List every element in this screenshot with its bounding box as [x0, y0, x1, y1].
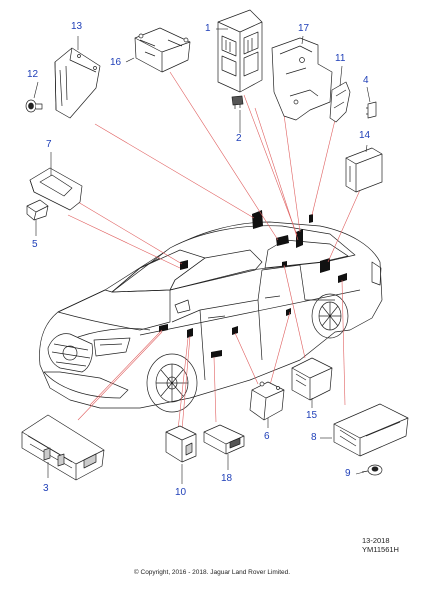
- callout-3: 3: [43, 483, 49, 494]
- callout-13: 13: [71, 21, 83, 32]
- marker-3: [159, 324, 168, 332]
- component-12: [25, 99, 43, 113]
- callout-1: 1: [205, 23, 211, 34]
- callout-4: 4: [363, 75, 369, 86]
- component-3: [21, 414, 105, 481]
- marker-11: [309, 214, 313, 223]
- marker-16: [296, 229, 303, 248]
- component-1: [217, 9, 263, 93]
- callout-8: 8: [311, 432, 317, 443]
- component-6: [249, 381, 285, 421]
- component-9: [361, 464, 383, 476]
- callout-16: 16: [110, 57, 122, 68]
- marker-1: [276, 235, 289, 246]
- marker-8: [338, 273, 347, 283]
- component-8: [333, 403, 409, 457]
- component-18: [203, 424, 245, 455]
- marker-14: [320, 258, 330, 273]
- copyright-notice: © Copyright, 2016 - 2018. Jaguar Land Ro…: [133, 569, 291, 576]
- components: [21, 9, 409, 481]
- leader-lines: [67, 71, 361, 431]
- reference-block: 13-2018 YM11561H: [362, 536, 399, 555]
- callout-9: 9: [345, 468, 351, 479]
- component-10: [165, 425, 197, 463]
- marker-6: [232, 326, 238, 335]
- component-13: [54, 47, 101, 119]
- callout-6: 6: [264, 431, 270, 442]
- callout-5: 5: [32, 239, 38, 250]
- callout-12: 12: [27, 69, 39, 80]
- callout-11: 11: [335, 53, 346, 64]
- callout-2: 2: [236, 133, 242, 144]
- callout-17: 17: [298, 23, 310, 34]
- date-code: 13-2018: [362, 536, 390, 545]
- car-illustration: [39, 221, 383, 413]
- figure-id: YM11561H: [362, 545, 399, 555]
- callout-15: 15: [306, 410, 318, 421]
- marker-15b: [286, 308, 291, 316]
- marker-10: [187, 328, 193, 338]
- component-15: [291, 357, 333, 401]
- component-5: [26, 199, 49, 221]
- component-7: [29, 167, 83, 211]
- callout-18: 18: [221, 473, 233, 484]
- car-module-markers: [159, 210, 347, 358]
- component-14: [345, 147, 383, 193]
- marker-17: [252, 210, 263, 229]
- callout-14: 14: [359, 130, 371, 141]
- callout-7: 7: [46, 139, 52, 150]
- component-16: [134, 27, 191, 73]
- component-4: [366, 101, 377, 119]
- marker-7: [180, 260, 188, 270]
- callout-10: 10: [175, 487, 187, 498]
- marker-18: [211, 350, 222, 358]
- component-11: [329, 81, 351, 123]
- component-17: [271, 37, 333, 121]
- component-2: [231, 95, 244, 109]
- callout-ticks: [33, 28, 371, 484]
- marker-15: [282, 261, 287, 267]
